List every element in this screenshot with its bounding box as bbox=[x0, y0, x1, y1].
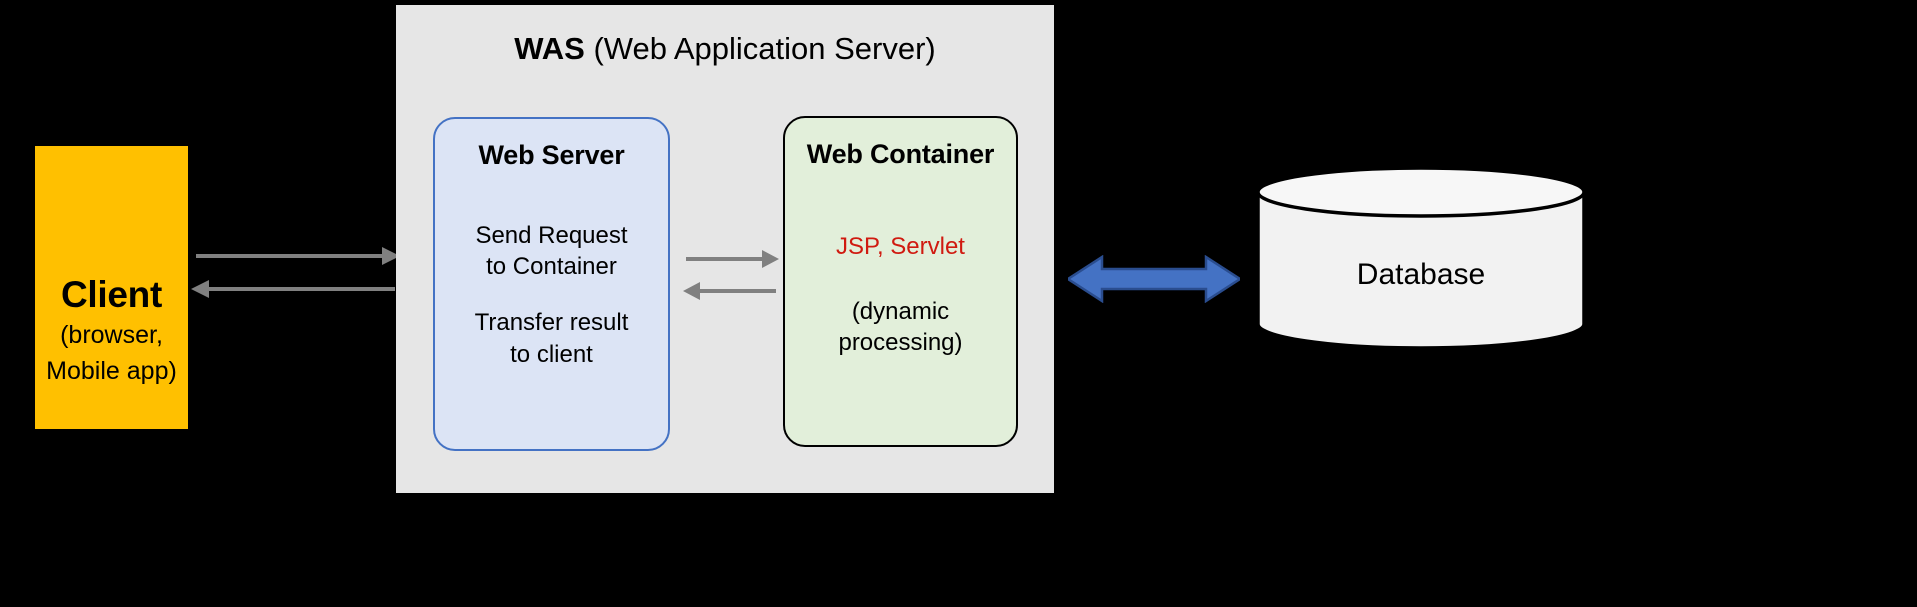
web-server-task2-line1: Transfer result bbox=[474, 309, 629, 337]
web-server-header: Web Server bbox=[478, 140, 625, 170]
client-to-webserver-arrow-left bbox=[191, 280, 395, 298]
webserver-to-container-arrow-left bbox=[683, 282, 776, 300]
web-container-header: Web Container bbox=[806, 139, 995, 169]
database-cylinder bbox=[1256, 166, 1586, 350]
was-to-database-arrow bbox=[1068, 255, 1240, 303]
web-container-note-line2: processing) bbox=[838, 329, 963, 357]
web-server-task1-line1: Send Request bbox=[475, 222, 628, 249]
was-title-bold: WAS bbox=[514, 31, 585, 66]
web-container-note-line1: (dynamic bbox=[851, 298, 950, 326]
web-server-task1-line2: to Container bbox=[486, 253, 617, 281]
web-container-tech-label: JSP, Servlet bbox=[836, 233, 965, 260]
webserver-to-container-arrow-right bbox=[686, 250, 779, 268]
client-box: Client (browser, Mobile app) bbox=[35, 146, 188, 429]
was-panel: WAS (Web Application Server) Web Server … bbox=[396, 5, 1054, 493]
web-server-box: Web Server Send Request to Container Tra… bbox=[433, 117, 670, 451]
client-to-webserver-arrow-right bbox=[196, 247, 400, 265]
was-title: WAS (Web Application Server) bbox=[396, 31, 1054, 67]
client-subtitle-line1: (browser, bbox=[60, 321, 163, 349]
was-title-rest: (Web Application Server) bbox=[584, 31, 936, 66]
client-title: Client bbox=[61, 273, 162, 315]
database-label: Database bbox=[1356, 258, 1486, 291]
web-server-task2-line2: to client bbox=[510, 340, 593, 368]
client-subtitle-line2: Mobile app) bbox=[46, 357, 177, 385]
web-container-box: Web Container JSP, Servlet (dynamic proc… bbox=[783, 116, 1018, 447]
